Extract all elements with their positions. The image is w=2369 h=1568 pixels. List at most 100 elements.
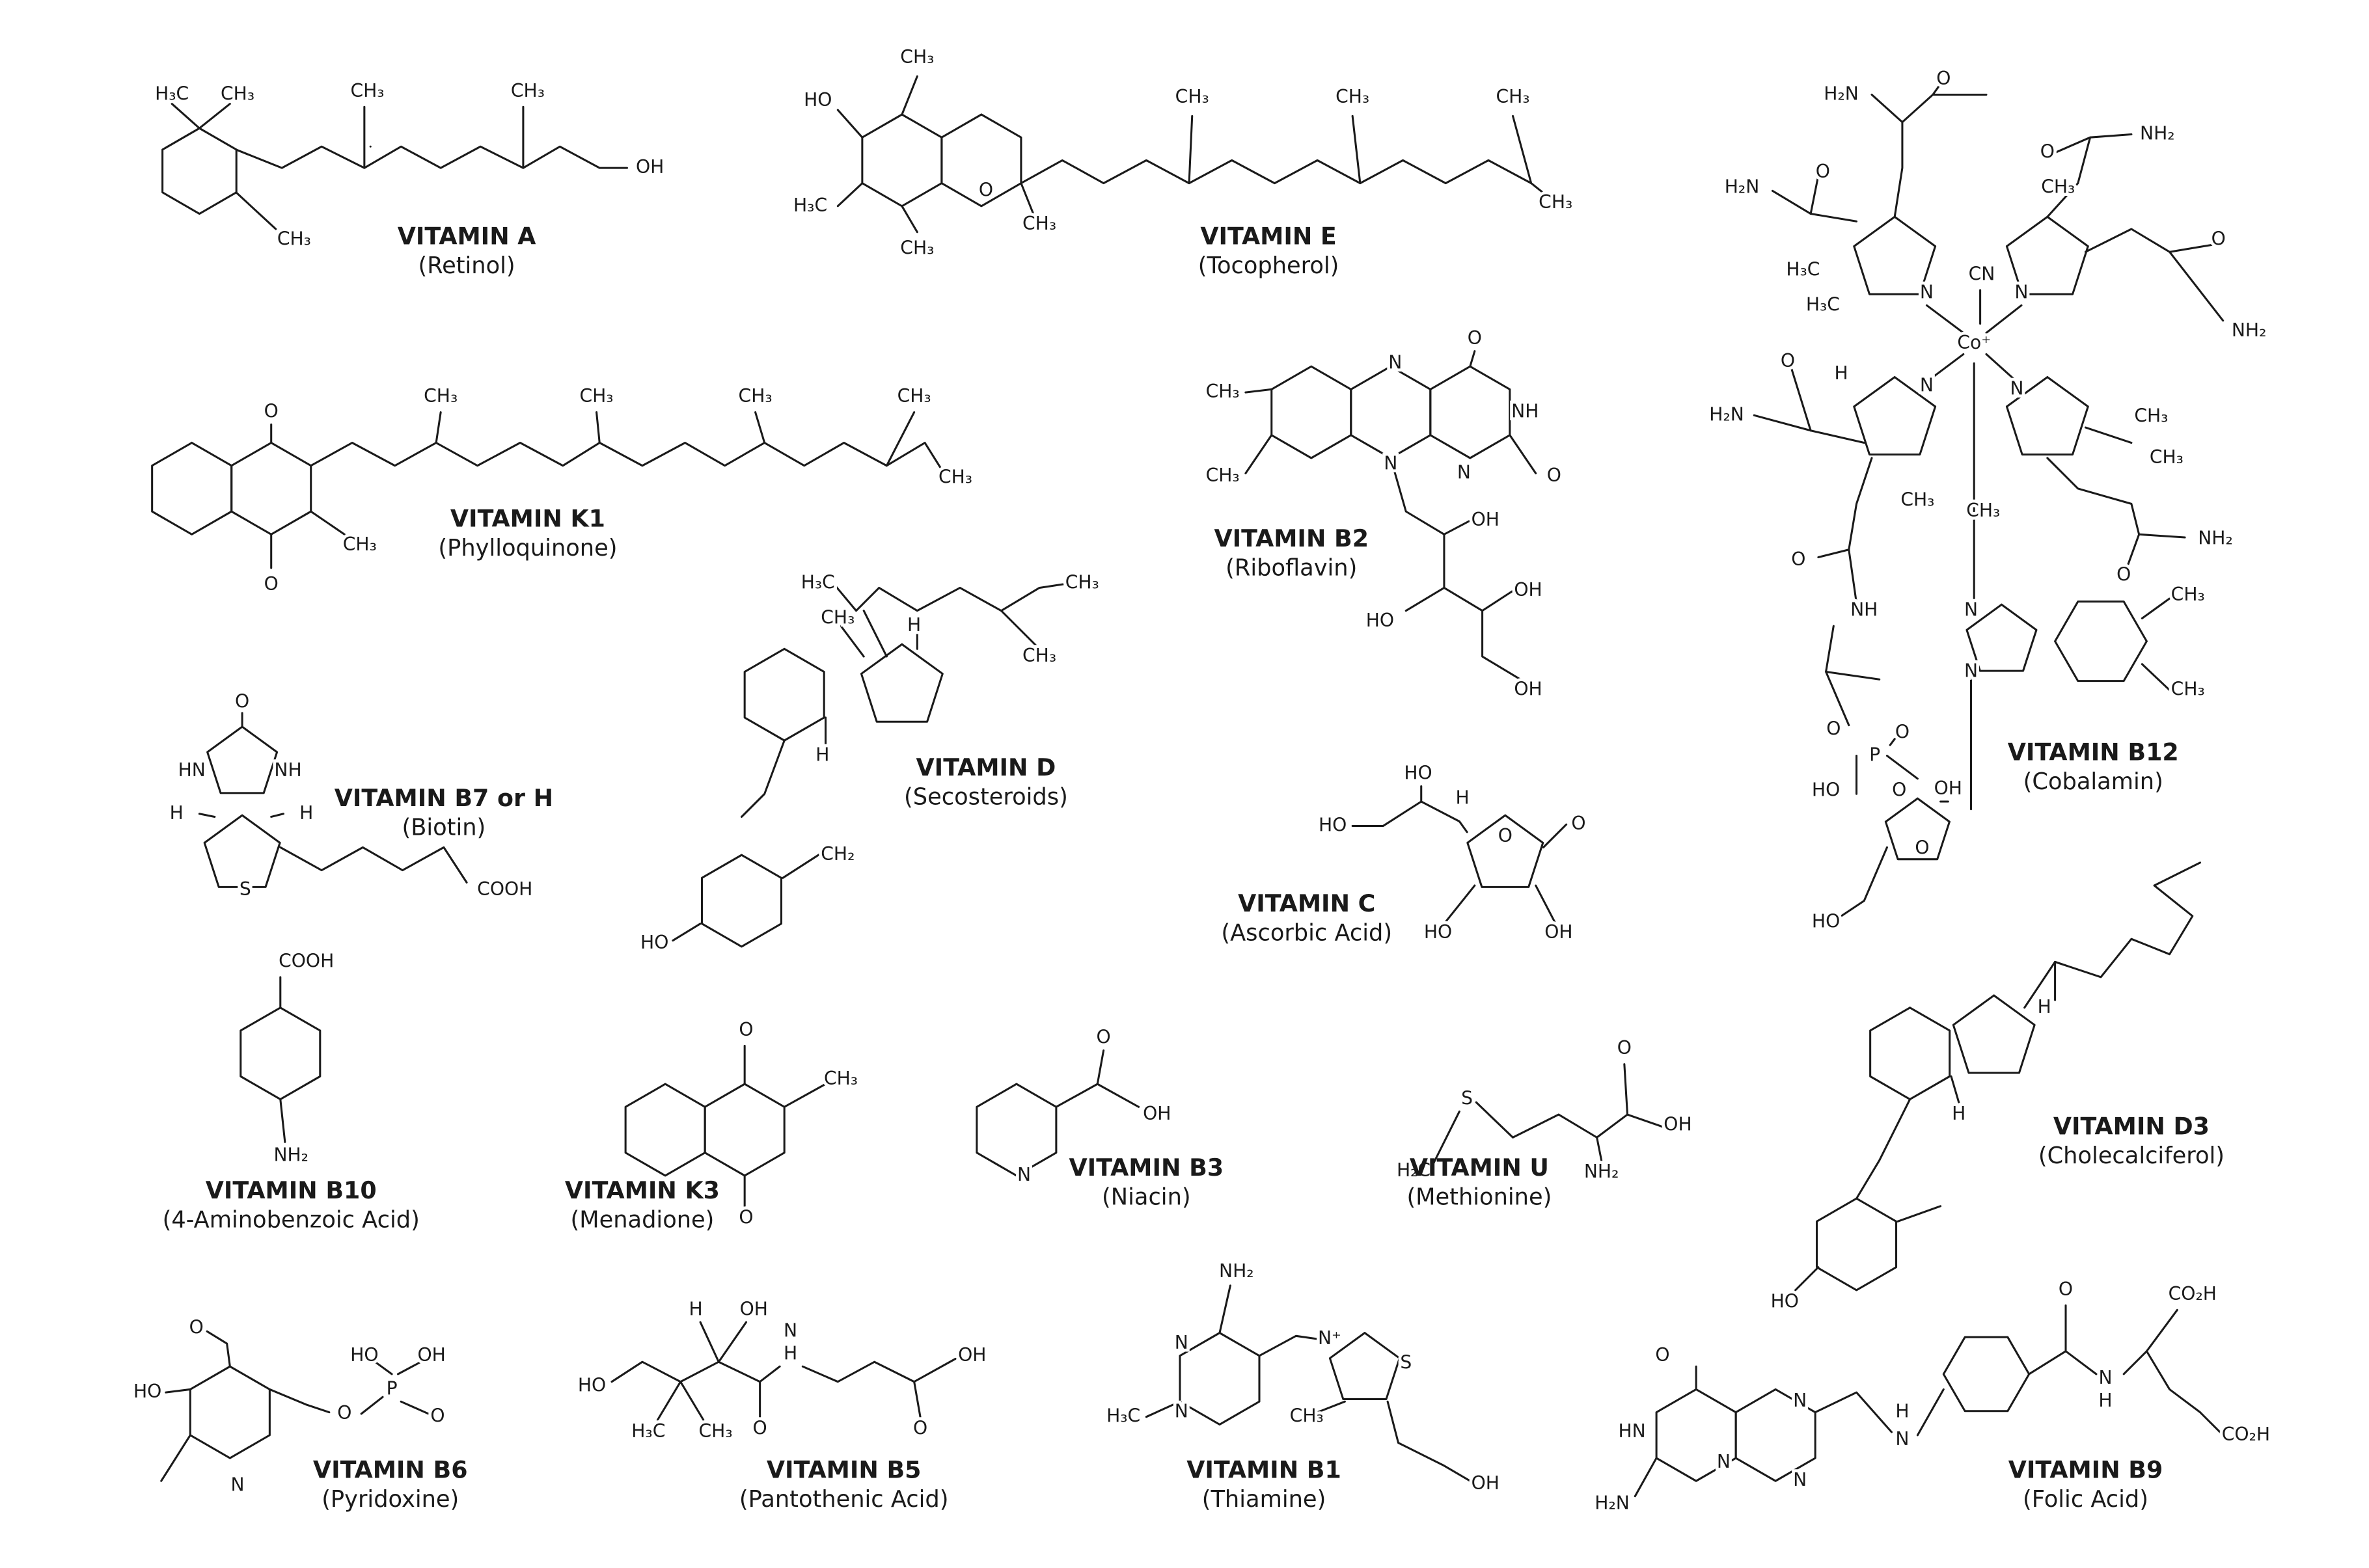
bond-line bbox=[1942, 1336, 2031, 1413]
bond-line bbox=[165, 1388, 191, 1394]
bond-line bbox=[435, 411, 442, 444]
bond-line bbox=[1443, 586, 1522, 681]
bond-line bbox=[1535, 884, 1557, 925]
atom-label: O bbox=[264, 401, 279, 422]
atom-label: HN bbox=[178, 759, 206, 781]
bond-line bbox=[160, 1434, 191, 1482]
bond-line bbox=[279, 1098, 286, 1143]
atom-label: CH₃ bbox=[579, 385, 613, 407]
bond-skeleton bbox=[161, 103, 629, 230]
bond-line bbox=[1000, 610, 1041, 650]
vitamin-common-name: (Retinol) bbox=[418, 252, 515, 279]
atom-label: O bbox=[753, 1417, 767, 1439]
atom-label: H bbox=[1952, 1103, 1965, 1124]
atom-label: HO bbox=[1319, 815, 1347, 836]
atom-label: S bbox=[1461, 1088, 1473, 1109]
atom-label: CH₃ bbox=[900, 46, 934, 68]
bond-line bbox=[171, 103, 200, 129]
atom-label: CH₃ bbox=[1496, 86, 1529, 107]
atom-label: P bbox=[1869, 744, 1880, 766]
bond-line bbox=[1351, 785, 1423, 828]
vitamin-common-name: (Niacin) bbox=[1102, 1183, 1191, 1210]
vitamin-common-name: (Secosteroids) bbox=[904, 784, 1068, 811]
bond-line bbox=[836, 182, 864, 208]
vitamin-common-name: (Cholecalciferol) bbox=[2038, 1142, 2225, 1169]
bond-line bbox=[1925, 304, 1965, 334]
bond-line bbox=[1950, 1075, 1960, 1103]
bond-line bbox=[832, 582, 1071, 612]
bond-line bbox=[2064, 1350, 2098, 1375]
atom-label: NH bbox=[1850, 599, 1878, 621]
bond-line bbox=[1952, 994, 2036, 1074]
atom-label: N⁺ bbox=[1318, 1327, 1341, 1349]
atom-label: O bbox=[1826, 718, 1841, 740]
bond-line bbox=[2046, 133, 2133, 218]
atom-label: O bbox=[1781, 350, 1795, 372]
atom-label: HO bbox=[578, 1375, 606, 1396]
bond-line bbox=[2145, 1350, 2225, 1437]
bond-skeleton bbox=[160, 1330, 430, 1482]
bond-line bbox=[1432, 1110, 1460, 1165]
atom-label: H₂C bbox=[1397, 1159, 1431, 1181]
atom-label: H bbox=[689, 1298, 702, 1319]
atom-label: N bbox=[1175, 1401, 1188, 1422]
bond-line bbox=[700, 854, 783, 948]
atom-label: N bbox=[1920, 282, 1934, 303]
bond-line bbox=[1855, 1098, 1911, 1200]
bond-line bbox=[1350, 365, 1432, 459]
bond-line bbox=[2023, 861, 2202, 1009]
atom-label: NH bbox=[274, 759, 301, 781]
bond-line bbox=[1916, 1388, 1945, 1437]
atom-label: H bbox=[2098, 1390, 2112, 1411]
bond-skeleton bbox=[198, 712, 468, 888]
atom-label: N bbox=[1895, 1428, 1909, 1450]
atom-label: H bbox=[2038, 996, 2051, 1018]
bond-line bbox=[310, 510, 346, 535]
bond-line bbox=[1815, 1197, 1898, 1291]
bond-line bbox=[161, 127, 238, 215]
vitamin-name: VITAMIN E bbox=[1200, 222, 1336, 250]
vitamin-name: VITAMIN C bbox=[1238, 889, 1375, 917]
atom-label: OH bbox=[740, 1298, 768, 1319]
vitamin-common-name: (Cobalamin) bbox=[2023, 768, 2163, 795]
bond-skeleton bbox=[624, 1044, 827, 1208]
vitamin-common-name: (Pyridoxine) bbox=[322, 1486, 459, 1513]
vitamin-name: VITAMIN B3 bbox=[1069, 1154, 1224, 1182]
bond-line bbox=[1390, 457, 1445, 612]
bond-line bbox=[1542, 823, 1568, 848]
bond-line bbox=[1512, 115, 1533, 185]
bond-line bbox=[1814, 1391, 1893, 1433]
atom-label: H₃C bbox=[1106, 1405, 1140, 1427]
vitamin-name: VITAMIN D bbox=[916, 753, 1056, 781]
bond-line bbox=[610, 1360, 781, 1383]
atom-label: HO bbox=[1366, 610, 1394, 631]
atom-label: CH₂ bbox=[821, 843, 855, 865]
bond-skeleton bbox=[1432, 1063, 1664, 1165]
atom-label: NH₂ bbox=[273, 1144, 308, 1165]
bond-line bbox=[1020, 159, 1548, 196]
bond-line bbox=[1509, 434, 1537, 474]
bond-skeleton bbox=[1244, 350, 1537, 681]
atom-label: COOH bbox=[279, 950, 334, 971]
bond-line bbox=[1218, 1284, 1231, 1334]
vitamin-name: VITAMIN U bbox=[1410, 1154, 1549, 1182]
atom-label: CH₃ bbox=[1206, 381, 1240, 402]
atom-label: CH₃ bbox=[821, 606, 855, 628]
bond-line bbox=[1825, 670, 1881, 681]
bond-line bbox=[198, 103, 231, 129]
atom-label: H₃C bbox=[801, 571, 835, 593]
atom-label: OH bbox=[1143, 1103, 1171, 1124]
atom-label: CN bbox=[1969, 263, 1995, 284]
bond-line bbox=[656, 1381, 682, 1421]
atom-label: O bbox=[1571, 813, 1585, 834]
bond-line bbox=[940, 113, 1022, 208]
bond-line bbox=[400, 1400, 430, 1415]
bond-line bbox=[1179, 1332, 1261, 1426]
atom-label: S bbox=[240, 878, 251, 900]
vitamin-name: VITAMIN B1 bbox=[1186, 1456, 1341, 1484]
bond-line bbox=[1316, 1400, 1346, 1414]
